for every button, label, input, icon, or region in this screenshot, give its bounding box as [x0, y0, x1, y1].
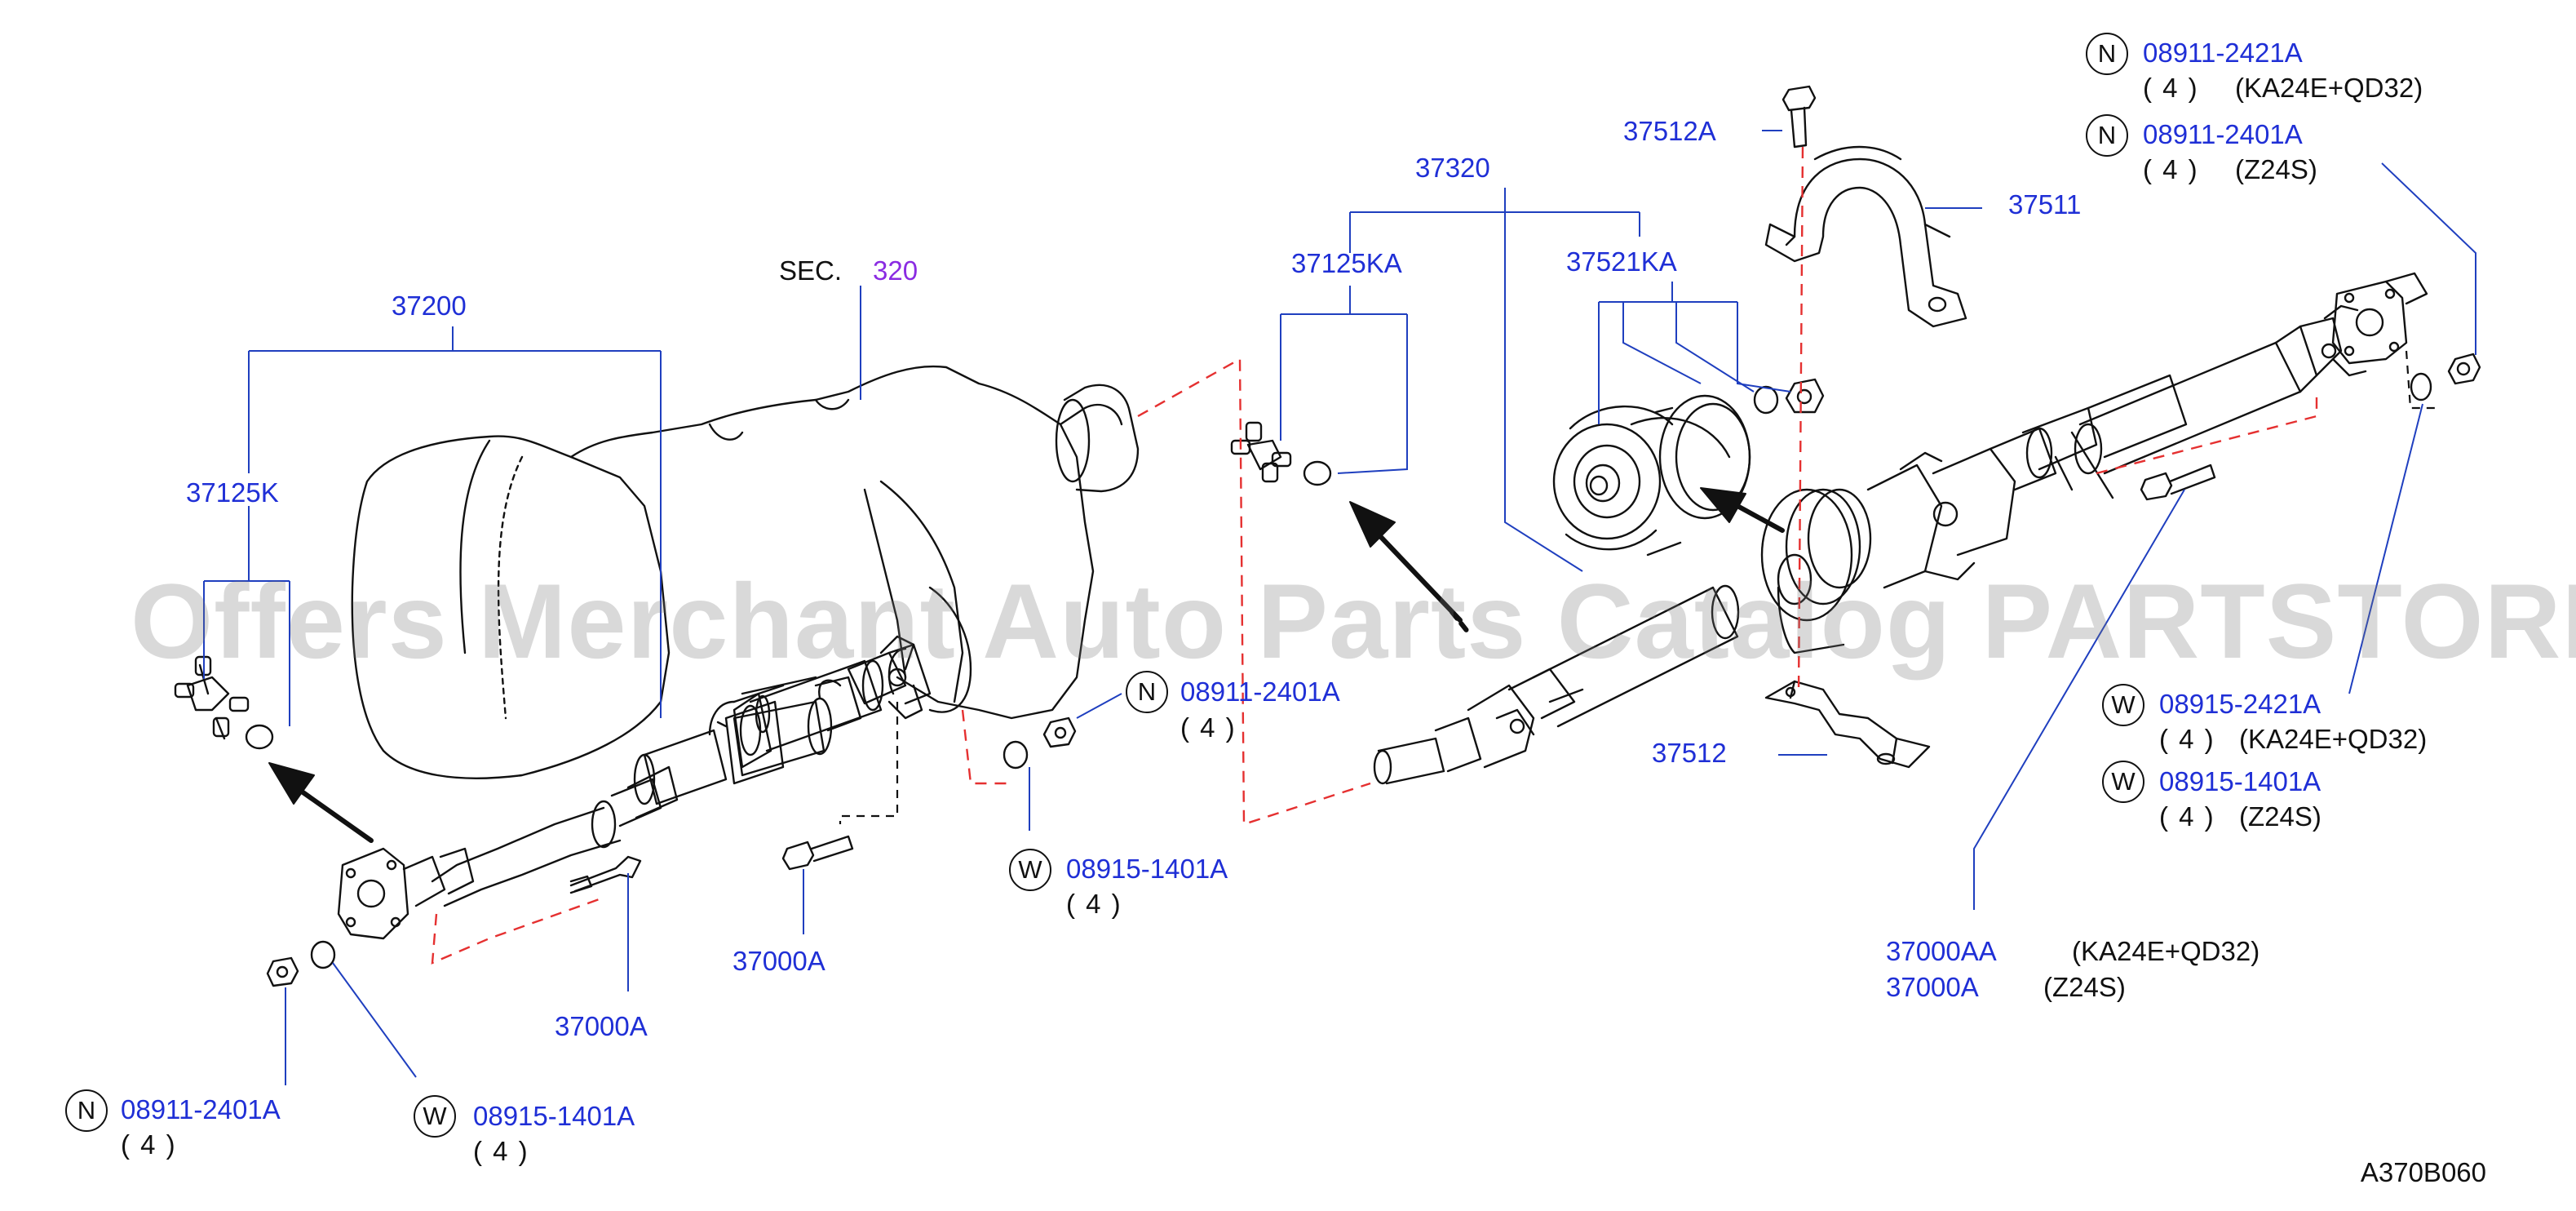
- diagram-code: A370B060: [2360, 1157, 2486, 1187]
- snap-ring-center: [1303, 460, 1332, 486]
- arrow-center: [1349, 501, 1471, 635]
- nut-symbol-center: N: [1126, 671, 1168, 713]
- part-37000AA[interactable]: 37000AA: [1886, 936, 1997, 966]
- qty-08911-center: ( 4 ): [1180, 712, 1237, 743]
- washer-symbol-right1: W: [2102, 684, 2144, 726]
- transmission-output-extension: [1055, 384, 1140, 493]
- bolt-37512A: [1782, 85, 1817, 149]
- variant-37000AA: (KA24E+QD32): [2072, 936, 2260, 966]
- arrow-left: [268, 762, 374, 843]
- front-flange-yoke: [337, 847, 475, 940]
- qty-08915-right1: ( 4 ): [2159, 724, 2215, 754]
- alignment-lines: [431, 146, 2318, 965]
- part-37512A[interactable]: 37512A: [1623, 116, 1716, 146]
- part-37511[interactable]: 37511: [2008, 189, 2082, 220]
- insulator-37512: [1764, 680, 1931, 769]
- part-37000A-left[interactable]: 37000A: [555, 1011, 648, 1041]
- variant-08911-top1: (KA24E+QD32): [2235, 73, 2423, 103]
- part-37512[interactable]: 37512: [1652, 738, 1727, 768]
- nut-08911-2401A-bottom: [266, 956, 299, 987]
- center-bearing-37521KA: [1552, 394, 1751, 557]
- washer-08915-1401A-center: [1003, 740, 1029, 770]
- part-37000A-mid[interactable]: 37000A: [733, 946, 825, 976]
- part-08911-2401A-top[interactable]: 08911-2401A: [2143, 119, 2303, 149]
- part-08915-1401A-bottom[interactable]: 08915-1401A: [473, 1101, 635, 1131]
- variant-37000A-right: (Z24S): [2043, 972, 2126, 1002]
- snap-ring-left: [245, 724, 274, 750]
- center-propeller-shaft: [1373, 584, 1740, 785]
- bolt-37000A-left: [569, 855, 642, 894]
- transmission-housing: [351, 365, 1123, 779]
- nut-08911-2401A-center: [1042, 716, 1077, 748]
- cross-joint-37125KA: [1230, 421, 1292, 483]
- bolt-37000AA-right: [2140, 464, 2216, 501]
- washer-symbol-bottom: W: [414, 1095, 456, 1138]
- part-08915-1401A-center[interactable]: 08915-1401A: [1066, 854, 1228, 884]
- nut-symbol-top2: N: [2086, 114, 2128, 157]
- nut-symbol-top1: N: [2086, 33, 2128, 75]
- washer-08915-right: [2410, 372, 2432, 401]
- part-08911-2421A[interactable]: 08911-2421A: [2143, 38, 2303, 68]
- rear-propeller-shaft: [1760, 304, 2367, 654]
- part-08915-1401A-right[interactable]: 08915-1401A: [2159, 766, 2321, 796]
- section-link-320[interactable]: 320: [873, 255, 918, 286]
- variant-08915-right2: (Z24S): [2239, 801, 2321, 832]
- qty-08915-right2: ( 4 ): [2159, 801, 2215, 832]
- variant-08911-top2: (Z24S): [2235, 154, 2317, 184]
- bolt-37000A-center: [781, 835, 854, 871]
- washer-symbol-center: W: [1009, 849, 1051, 891]
- qty-08911-bottom: ( 4 ): [121, 1129, 177, 1160]
- part-37125KA[interactable]: 37125KA: [1291, 248, 1402, 278]
- part-08911-2401A-center[interactable]: 08911-2401A: [1180, 676, 1340, 707]
- part-37200[interactable]: 37200: [392, 291, 467, 321]
- rear-flange: [2331, 272, 2428, 365]
- variant-08915-right1: (KA24E+QD32): [2239, 724, 2428, 754]
- nut-symbol-bottom: N: [65, 1089, 108, 1132]
- part-08911-2401A-bottom[interactable]: 08911-2401A: [121, 1094, 281, 1124]
- arrow-right: [1700, 487, 1785, 533]
- nut-37521KA: [1785, 378, 1825, 414]
- bracket-37511: [1764, 145, 1967, 328]
- section-prefix: SEC.: [779, 255, 843, 286]
- nut-08911-right: [2447, 353, 2481, 385]
- leader-lines: [203, 130, 2476, 1085]
- watermark-text: Offers Merchant Auto Parts Catalog PARTS…: [131, 561, 2576, 681]
- part-08915-2421A[interactable]: 08915-2421A: [2159, 689, 2321, 719]
- front-propeller-shaft: [431, 676, 862, 907]
- washer-08915-1401A-bottom: [310, 940, 336, 969]
- washer-symbol-right2: W: [2102, 761, 2144, 803]
- washer-37521KA: [1753, 385, 1779, 415]
- qty-08911-top1: ( 4 ): [2143, 73, 2199, 103]
- qty-08915-bottom: ( 4 ): [473, 1136, 529, 1166]
- part-37125K[interactable]: 37125K: [186, 477, 279, 508]
- qty-08915-center: ( 4 ): [1066, 889, 1122, 919]
- part-37320[interactable]: 37320: [1415, 153, 1490, 183]
- qty-08911-top2: ( 4 ): [2143, 154, 2199, 184]
- part-37521KA[interactable]: 37521KA: [1566, 246, 1677, 277]
- part-37000A-right[interactable]: 37000A: [1886, 972, 1979, 1002]
